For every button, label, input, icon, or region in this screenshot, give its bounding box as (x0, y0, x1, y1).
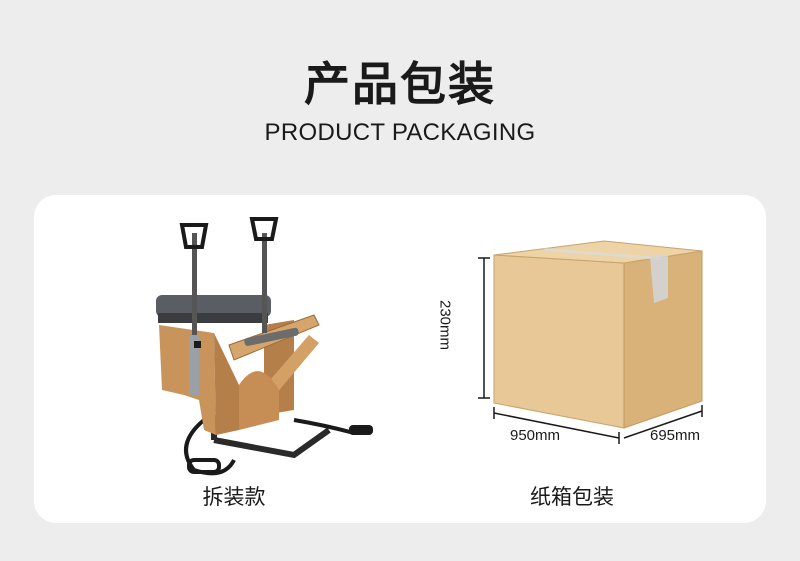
page-title-cn: 产品包装 (304, 57, 496, 111)
right-caption: 纸箱包装 (530, 485, 614, 509)
box-depth-label: 695mm (650, 427, 701, 444)
page-title-en: PRODUCT PACKAGING (264, 119, 536, 146)
left-caption: 拆装款 (202, 485, 266, 509)
pilates-chair-image (156, 217, 373, 476)
box-width-label: 950mm (510, 427, 561, 444)
cardboard-box-image (478, 240, 703, 444)
box-height-label: 230mm (436, 299, 454, 351)
packaging-card: 230mm 950mm 695mm 拆装款 纸箱包装 (34, 195, 766, 523)
